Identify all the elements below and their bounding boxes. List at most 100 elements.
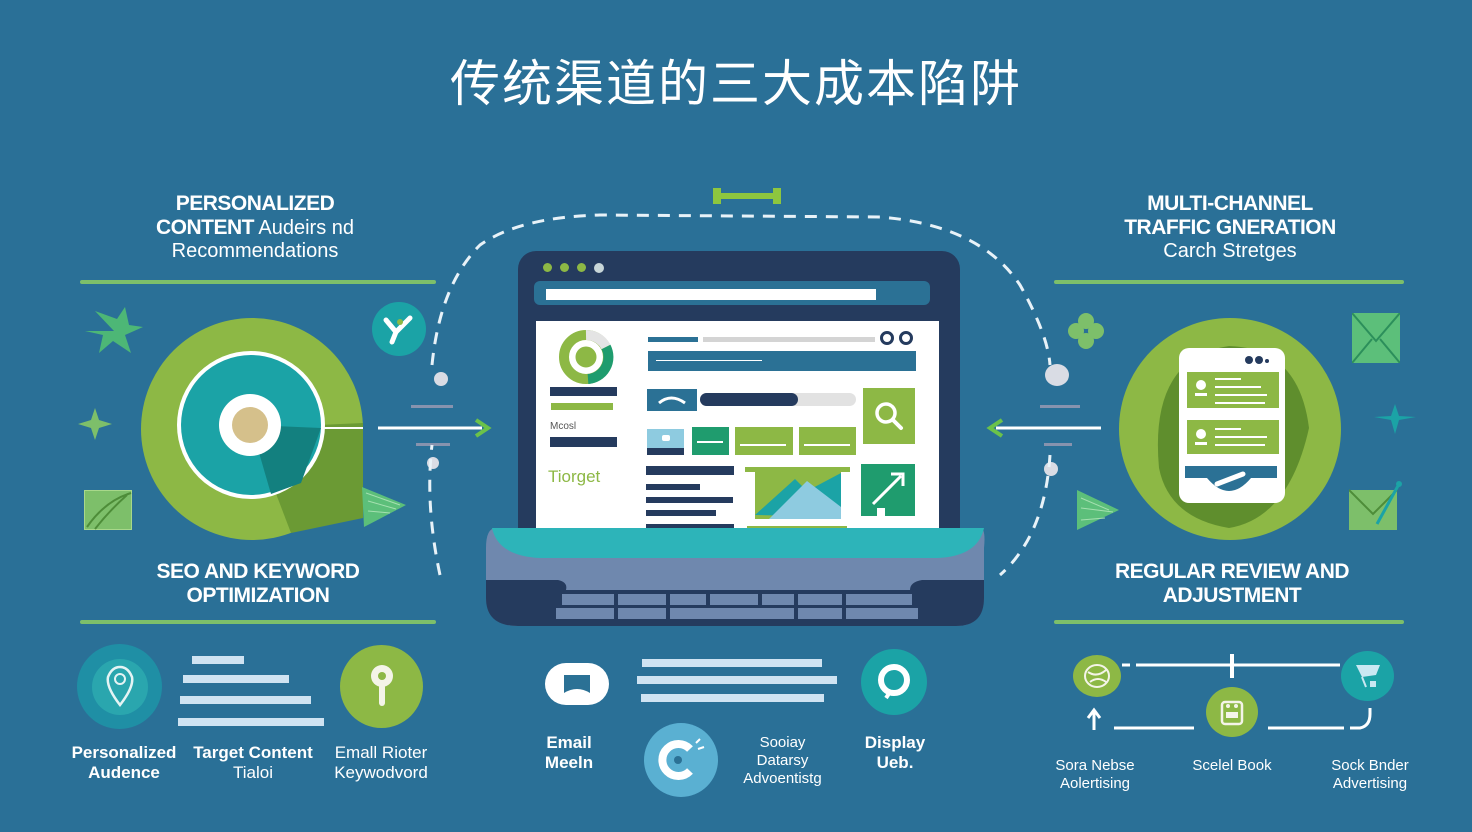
heading-review: REGULAR REVIEW AND ADJUSTMENT <box>1054 560 1410 608</box>
dot <box>577 263 586 272</box>
label-line: Display <box>864 733 926 752</box>
keyhole-icon <box>340 645 423 728</box>
location-pin-icon <box>77 644 162 729</box>
progress-line <box>703 337 875 342</box>
divider <box>80 280 436 284</box>
dashed-loop <box>428 213 1052 577</box>
mobile-content-icon <box>1119 318 1341 540</box>
email-icon <box>545 663 609 705</box>
triangle-pattern-icon <box>360 485 408 529</box>
laptop-base <box>478 528 998 628</box>
donut-chart-icon <box>559 330 614 384</box>
dot <box>1044 462 1058 476</box>
tile[interactable] <box>647 429 684 455</box>
triangle-pattern-icon <box>1075 488 1121 532</box>
tile[interactable] <box>735 427 793 455</box>
phone-tile[interactable] <box>647 389 697 411</box>
dash <box>416 443 450 446</box>
laptop: Mcosl Tiorget <box>518 251 960 541</box>
label-line: Sock Bnder <box>1331 757 1409 774</box>
item-label: Sora Nebse Aolertising <box>1045 757 1145 793</box>
dot <box>434 372 448 386</box>
tile[interactable] <box>692 427 729 455</box>
screen-content: Mcosl Tiorget <box>536 321 939 541</box>
item-label: Target Content Tialoi <box>186 743 320 784</box>
sparkle-icon <box>78 408 112 440</box>
heading-multi-channel: MULTI-CHANNEL TRAFFIC GNERATION Carch St… <box>1075 192 1385 263</box>
dot <box>560 263 569 272</box>
window-dots <box>543 263 604 273</box>
heading-line: REGULAR REVIEW AND <box>1114 560 1350 583</box>
item-label: Emall Rioter Keywodvord <box>322 743 440 784</box>
divider <box>1054 620 1404 624</box>
text-line <box>180 696 311 704</box>
dash <box>1040 405 1080 408</box>
progress-bar <box>700 393 856 406</box>
search-tile[interactable] <box>863 388 915 444</box>
text-line <box>192 656 244 664</box>
item-label: Personalized Audence <box>62 743 186 784</box>
text-line <box>641 694 824 702</box>
label-line: Aolertising <box>1059 775 1131 792</box>
dot <box>1045 364 1069 386</box>
arrow-left-icon <box>986 418 1101 438</box>
clover-icon <box>1067 311 1105 351</box>
label-line: Meeln <box>544 753 594 773</box>
address-bar[interactable] <box>534 281 930 305</box>
heading-line: ADJUSTMENT <box>1162 584 1302 608</box>
dot <box>594 263 604 273</box>
item-label: Sock Bnder Advertising <box>1320 757 1420 793</box>
text-line <box>646 484 700 490</box>
envelope-pattern-icon <box>1351 312 1401 364</box>
heading-line: SEO AND KEYWORD <box>156 560 360 583</box>
label-line: Datarsy <box>756 752 809 769</box>
heading-line: CONTENT <box>155 216 255 240</box>
heading-line: MULTI-CHANNEL <box>1147 192 1313 215</box>
text-line <box>183 675 289 683</box>
chart-icon <box>1341 651 1394 701</box>
label-line: Emall Rioter <box>334 743 428 762</box>
connector-bracket-icon <box>713 188 781 204</box>
dash <box>411 405 453 408</box>
search-icon <box>875 402 903 430</box>
label-line: Sora Nebse <box>1055 757 1135 774</box>
heading-seo: SEO AND KEYWORD OPTIMIZATION <box>80 560 436 608</box>
label-line: Email <box>546 733 592 752</box>
search-banner[interactable] <box>648 351 916 371</box>
item-label: Display Ueb. <box>852 733 938 774</box>
envelope-pattern-icon <box>84 490 132 530</box>
address-input[interactable] <box>546 289 876 300</box>
search-icon <box>861 649 927 715</box>
heading-line: Recommendations <box>171 240 339 263</box>
growth-tile[interactable] <box>861 464 915 516</box>
sidebar-label: Mcosl <box>550 421 577 432</box>
pen-envelope-icon <box>1348 480 1405 530</box>
heading-line: PERSONALIZED <box>175 192 335 215</box>
sidebar-bar <box>550 437 617 447</box>
label-line: Target Content <box>193 743 313 762</box>
flow-diagram <box>1086 654 1372 730</box>
leaf-icon <box>85 305 143 357</box>
text-line <box>642 659 822 667</box>
item-label: Email Meeln <box>530 733 608 774</box>
label-line: Keywodvord <box>334 763 428 783</box>
label-line: Scelel Book <box>1192 757 1272 774</box>
label-line: Tialoi <box>233 763 273 783</box>
sidebar-bar <box>550 387 617 396</box>
label-line: Personalized <box>71 743 177 762</box>
text-line <box>646 524 734 531</box>
banner-line <box>656 360 762 361</box>
tile[interactable] <box>799 427 856 455</box>
area-chart-tile <box>745 467 850 521</box>
book-icon <box>1206 687 1258 737</box>
dash <box>1044 443 1072 446</box>
item-label: Scelel Book <box>1180 757 1284 775</box>
label-line: Advertising <box>1332 775 1408 792</box>
text-line <box>646 510 716 516</box>
label-line: Audence <box>88 763 160 783</box>
progress-line <box>648 337 698 342</box>
circle-icon <box>880 331 894 345</box>
text-line <box>637 676 837 684</box>
text-line <box>178 718 324 726</box>
divider <box>1054 280 1404 284</box>
